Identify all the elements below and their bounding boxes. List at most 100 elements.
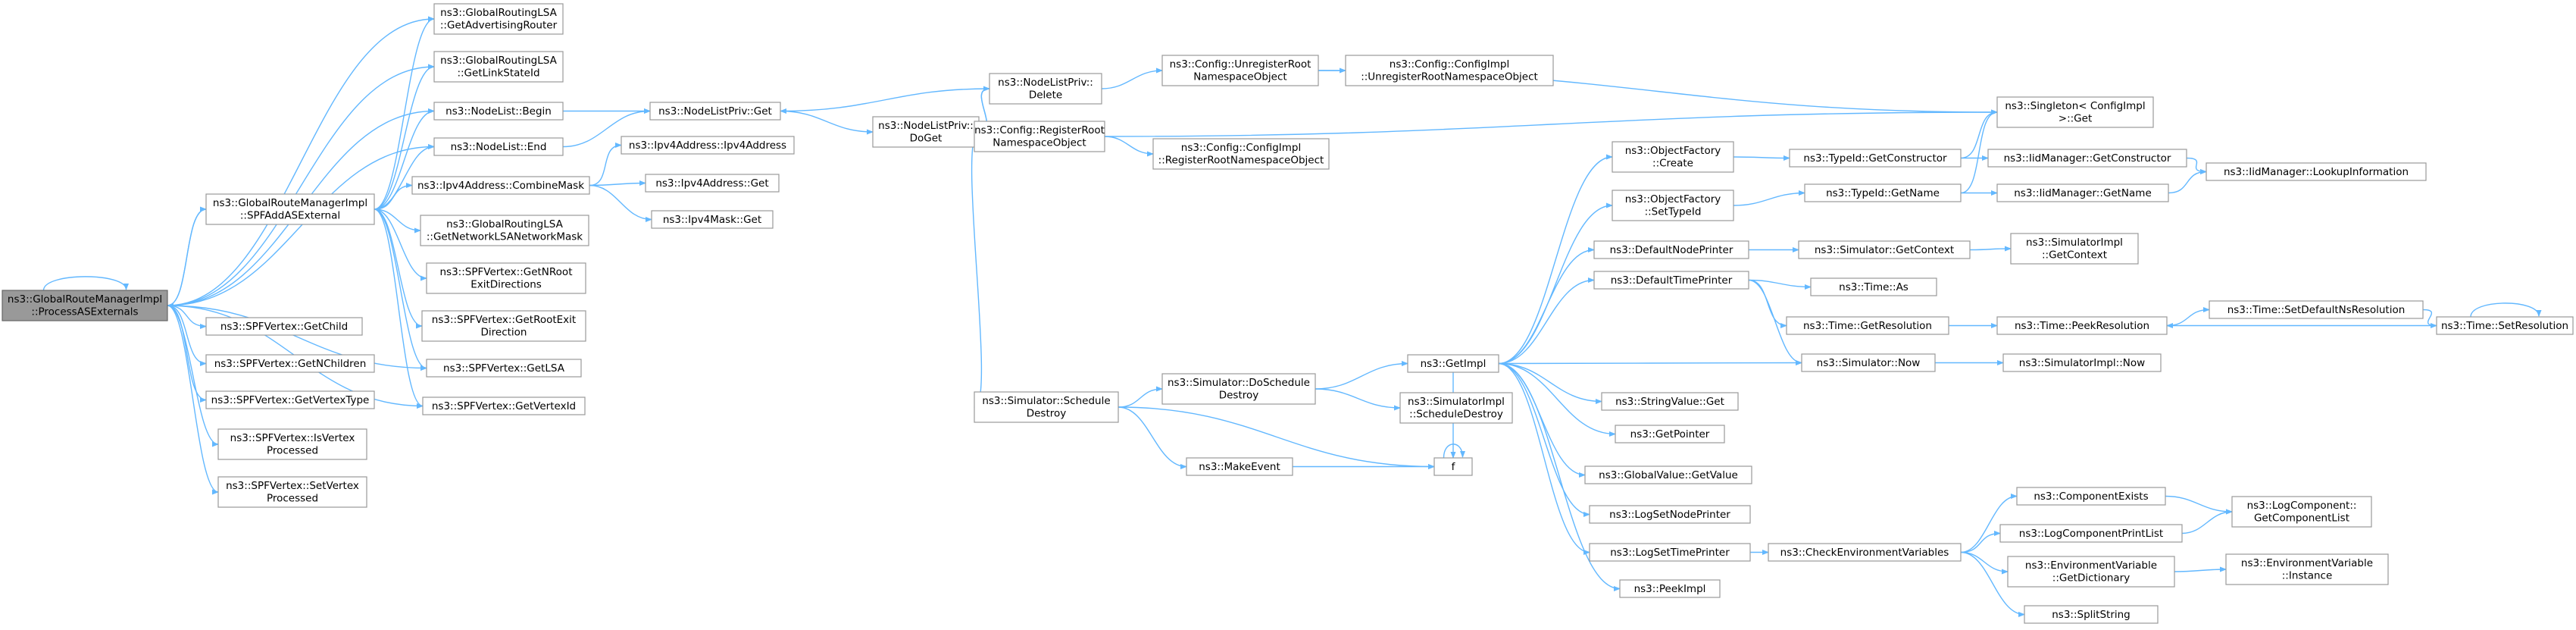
node-box: [433, 137, 564, 156]
node-simimpl-sched[interactable]: ns3::SimulatorImpl::ScheduleDestroy: [1399, 392, 1513, 424]
node-of-create[interactable]: ns3::ObjectFactory::Create: [1612, 141, 1734, 173]
edge-spfadd-to-lsa-link: [374, 64, 435, 210]
node-time-getres[interactable]: ns3::Time::GetResolution: [1786, 316, 1949, 335]
node-spfadd[interactable]: ns3::GlobalRouteManagerImpl::SPFAddASExt…: [205, 193, 375, 225]
node-cfgimpl-unreg[interactable]: ns3::Config::ConfigImpl::UnregisterRootN…: [1345, 55, 1554, 86]
node-root[interactable]: ns3::GlobalRouteManagerImpl::ProcessASEx…: [2, 290, 168, 321]
node-box: [2002, 353, 2162, 372]
edge-logcomp-print-to-logcomp-list: [2181, 509, 2233, 534]
node-box: [1593, 240, 1749, 259]
node-splitstring[interactable]: ns3::SplitString: [2024, 605, 2159, 624]
edge-def-time-to-time-as: [1748, 279, 1812, 290]
node-def-node[interactable]: ns3::DefaultNodePrinter: [1593, 240, 1749, 259]
node-label: ns3::NodeList::End: [451, 141, 547, 153]
node-label: ns3::SPFVertex::GetNRoot: [440, 266, 573, 278]
node-box: [1810, 277, 1937, 296]
node-singleton[interactable]: ns3::Singleton< ConfigImpl>::Get: [1996, 96, 2154, 128]
node-box: [1619, 579, 1721, 598]
node-spf-vtype[interactable]: ns3::SPFVertex::GetVertexType: [205, 390, 375, 409]
node-tid-getname[interactable]: ns3::TypeId::GetName: [1804, 183, 1962, 202]
node-log-node[interactable]: ns3::LogSetNodePrinter: [1589, 505, 1751, 524]
node-iid-getname[interactable]: ns3::IidManager::GetName: [1996, 183, 2169, 202]
node-box: [205, 317, 363, 336]
node-label: ns3::TypeId::GetName: [1826, 187, 1940, 199]
node-nlp-get[interactable]: ns3::NodeListPriv::Get: [649, 102, 781, 121]
node-sim-sched[interactable]: ns3::Simulator::ScheduleDestroy: [974, 391, 1119, 423]
node-gv-get[interactable]: ns3::GlobalValue::GetValue: [1584, 465, 1752, 484]
node-ipv4-ctor[interactable]: ns3::Ipv4Address::Ipv4Address: [621, 136, 795, 155]
node-lsa-adv[interactable]: ns3::GlobalRoutingLSA::GetAdvertisingRou…: [433, 3, 564, 35]
node-label: ns3::Time::SetDefaultNsResolution: [2227, 304, 2406, 316]
node-getimpl[interactable]: ns3::GetImpl: [1407, 354, 1499, 373]
node-time-setres[interactable]: ns3::Time::SetResolution: [2436, 316, 2574, 335]
node-of-settype[interactable]: ns3::ObjectFactory::SetTypeId: [1612, 190, 1734, 221]
edge-iid-getname-to-iid-lookup: [2168, 169, 2207, 194]
node-label: ns3::NodeList::Begin: [445, 105, 552, 118]
node-box: [2, 290, 168, 321]
node-label: ::GetDictionary: [2052, 572, 2130, 585]
node-time-as[interactable]: ns3::Time::As: [1810, 277, 1937, 296]
node-time-peek[interactable]: ns3::Time::PeekResolution: [1996, 316, 2168, 335]
node-time-setdefault[interactable]: ns3::Time::SetDefaultNsResolution: [2209, 300, 2424, 319]
node-label: ns3::Time::GetResolution: [1803, 320, 1932, 332]
node-sv-get[interactable]: ns3::StringValue::Get: [1601, 392, 1739, 411]
node-lsa-link[interactable]: ns3::GlobalRoutingLSA::GetLinkStateId: [433, 51, 564, 83]
node-f[interactable]: f: [1433, 457, 1473, 476]
node-sim-now[interactable]: ns3::Simulator::Now: [1801, 353, 1936, 372]
node-iid-lookup[interactable]: ns3::IidManager::LookupInformation: [2206, 162, 2427, 181]
node-nl-end[interactable]: ns3::NodeList::End: [433, 137, 564, 156]
node-cfg-unreg[interactable]: ns3::Config::UnregisterRootNamespaceObje…: [1161, 55, 1319, 86]
node-logcomp-list[interactable]: ns3::LogComponent::GetComponentList: [2231, 496, 2372, 528]
node-envvar-dict[interactable]: ns3::EnvironmentVariable::GetDictionary: [2007, 556, 2175, 588]
edge-getimpl-to-log-time: [1498, 362, 1590, 555]
edge-getimpl-to-of-create: [1498, 154, 1613, 365]
node-peekimpl[interactable]: ns3::PeekImpl: [1619, 579, 1721, 598]
node-nlp-doget[interactable]: ns3::NodeListPriv::DoGet: [872, 116, 980, 148]
node-label: ::SetTypeId: [1645, 206, 1702, 218]
node-spf-vid[interactable]: ns3::SPFVertex::GetVertexId: [422, 396, 586, 415]
node-envvar-inst[interactable]: ns3::EnvironmentVariable::Instance: [2225, 553, 2389, 585]
node-box: [1996, 96, 2154, 128]
node-log-time[interactable]: ns3::LogSetTimePrinter: [1589, 543, 1751, 562]
node-sim-getctx[interactable]: ns3::Simulator::GetContext: [1798, 240, 1971, 259]
edge-root-to-spf-getlsa: [167, 305, 427, 371]
node-cfg-reg[interactable]: ns3::Config::RegisterRootNamespaceObject: [974, 121, 1105, 152]
node-nl-begin[interactable]: ns3::NodeList::Begin: [433, 102, 564, 121]
node-mask-get[interactable]: ns3::Ipv4Mask::Get: [651, 210, 774, 229]
node-label: ns3::ComponentExists: [2034, 491, 2148, 503]
node-makeevent[interactable]: ns3::MakeEvent: [1186, 457, 1293, 476]
node-label: ns3::LogSetTimePrinter: [1610, 547, 1730, 559]
edge-getimpl-to-log-node: [1498, 362, 1590, 517]
edge-root-to-nl-end: [167, 144, 435, 306]
node-label: ns3::Simulator::Schedule: [982, 395, 1110, 407]
edge-ipv4-combine-to-ipv4-ctor: [589, 143, 622, 186]
node-spf-child[interactable]: ns3::SPFVertex::GetChild: [205, 317, 363, 336]
node-ipv4-combine[interactable]: ns3::Ipv4Address::CombineMask: [411, 176, 590, 195]
node-iid-getctor[interactable]: ns3::IidManager::GetConstructor: [1987, 149, 2187, 168]
node-label: ns3::Simulator::Now: [1817, 357, 1921, 369]
node-getpointer[interactable]: ns3::GetPointer: [1615, 425, 1725, 444]
node-ipv4-get[interactable]: ns3::Ipv4Address::Get: [645, 174, 780, 193]
node-nlp-delete[interactable]: ns3::NodeListPriv::Delete: [989, 73, 1102, 105]
node-simimpl-now[interactable]: ns3::SimulatorImpl::Now: [2002, 353, 2162, 372]
node-box: [989, 73, 1102, 105]
node-spf-nchildren[interactable]: ns3::SPFVertex::GetNChildren: [205, 354, 375, 373]
node-comp-exists[interactable]: ns3::ComponentExists: [2016, 487, 2166, 506]
edge-ipv4-combine-to-mask-get: [589, 184, 652, 222]
node-def-time[interactable]: ns3::DefaultTimePrinter: [1593, 271, 1749, 290]
node-label: ns3::Config::ConfigImpl: [1390, 58, 1509, 71]
node-cfgimpl-reg[interactable]: ns3::Config::ConfigImpl::RegisterRootNam…: [1152, 138, 1330, 170]
node-tid-getctor[interactable]: ns3::TypeId::GetConstructor: [1789, 149, 1962, 168]
node-box: [1786, 316, 1949, 335]
node-box: [217, 428, 367, 460]
node-lsa-mask[interactable]: ns3::GlobalRoutingLSA::GetNetworkLSANetw…: [420, 215, 589, 246]
node-simimpl-ctx[interactable]: ns3::SimulatorImpl::GetContext: [2010, 233, 2139, 265]
node-logcomp-print[interactable]: ns3::LogComponentPrintList: [1999, 524, 2183, 543]
node-check-env[interactable]: ns3::CheckEnvironmentVariables: [1768, 543, 1962, 562]
node-spf-getlsa[interactable]: ns3::SPFVertex::GetLSA: [426, 359, 582, 378]
